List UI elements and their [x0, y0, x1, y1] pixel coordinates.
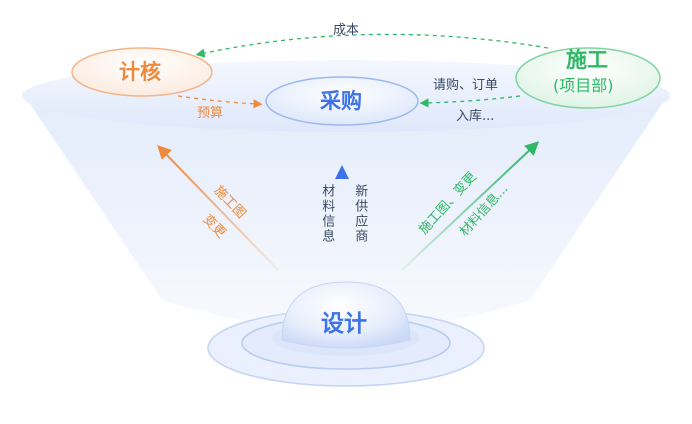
- edge-chengben-arrow: [195, 33, 549, 58]
- label-jihe: 计核: [119, 60, 161, 84]
- label-shigong-sub: (项目部): [553, 76, 614, 95]
- node-jihe[interactable]: [71, 47, 213, 97]
- edge-yusuan-arrow: [177, 95, 263, 109]
- arrow-right-green: [401, 141, 540, 271]
- label-mid-right: 新供应商: [352, 184, 368, 244]
- label-qinggou: 请购、订单: [433, 78, 499, 93]
- funnel-body: [22, 92, 670, 330]
- edge-qinggou-arrow: [419, 95, 521, 108]
- node-caigou[interactable]: [265, 76, 419, 126]
- label-sheji: 设计: [321, 311, 367, 337]
- arrow-left-orange: [157, 144, 279, 271]
- node-shigong[interactable]: [515, 47, 661, 109]
- label-mid-left: 材料信息: [319, 184, 335, 244]
- label-shigong: 施工: [566, 48, 608, 72]
- label-caigou: 采购: [320, 89, 362, 113]
- label-chengben: 成本: [333, 23, 360, 38]
- sheji-dome: [281, 281, 411, 349]
- label-ruku: 入库...: [456, 109, 495, 124]
- label-yusuan: 预算: [197, 106, 224, 121]
